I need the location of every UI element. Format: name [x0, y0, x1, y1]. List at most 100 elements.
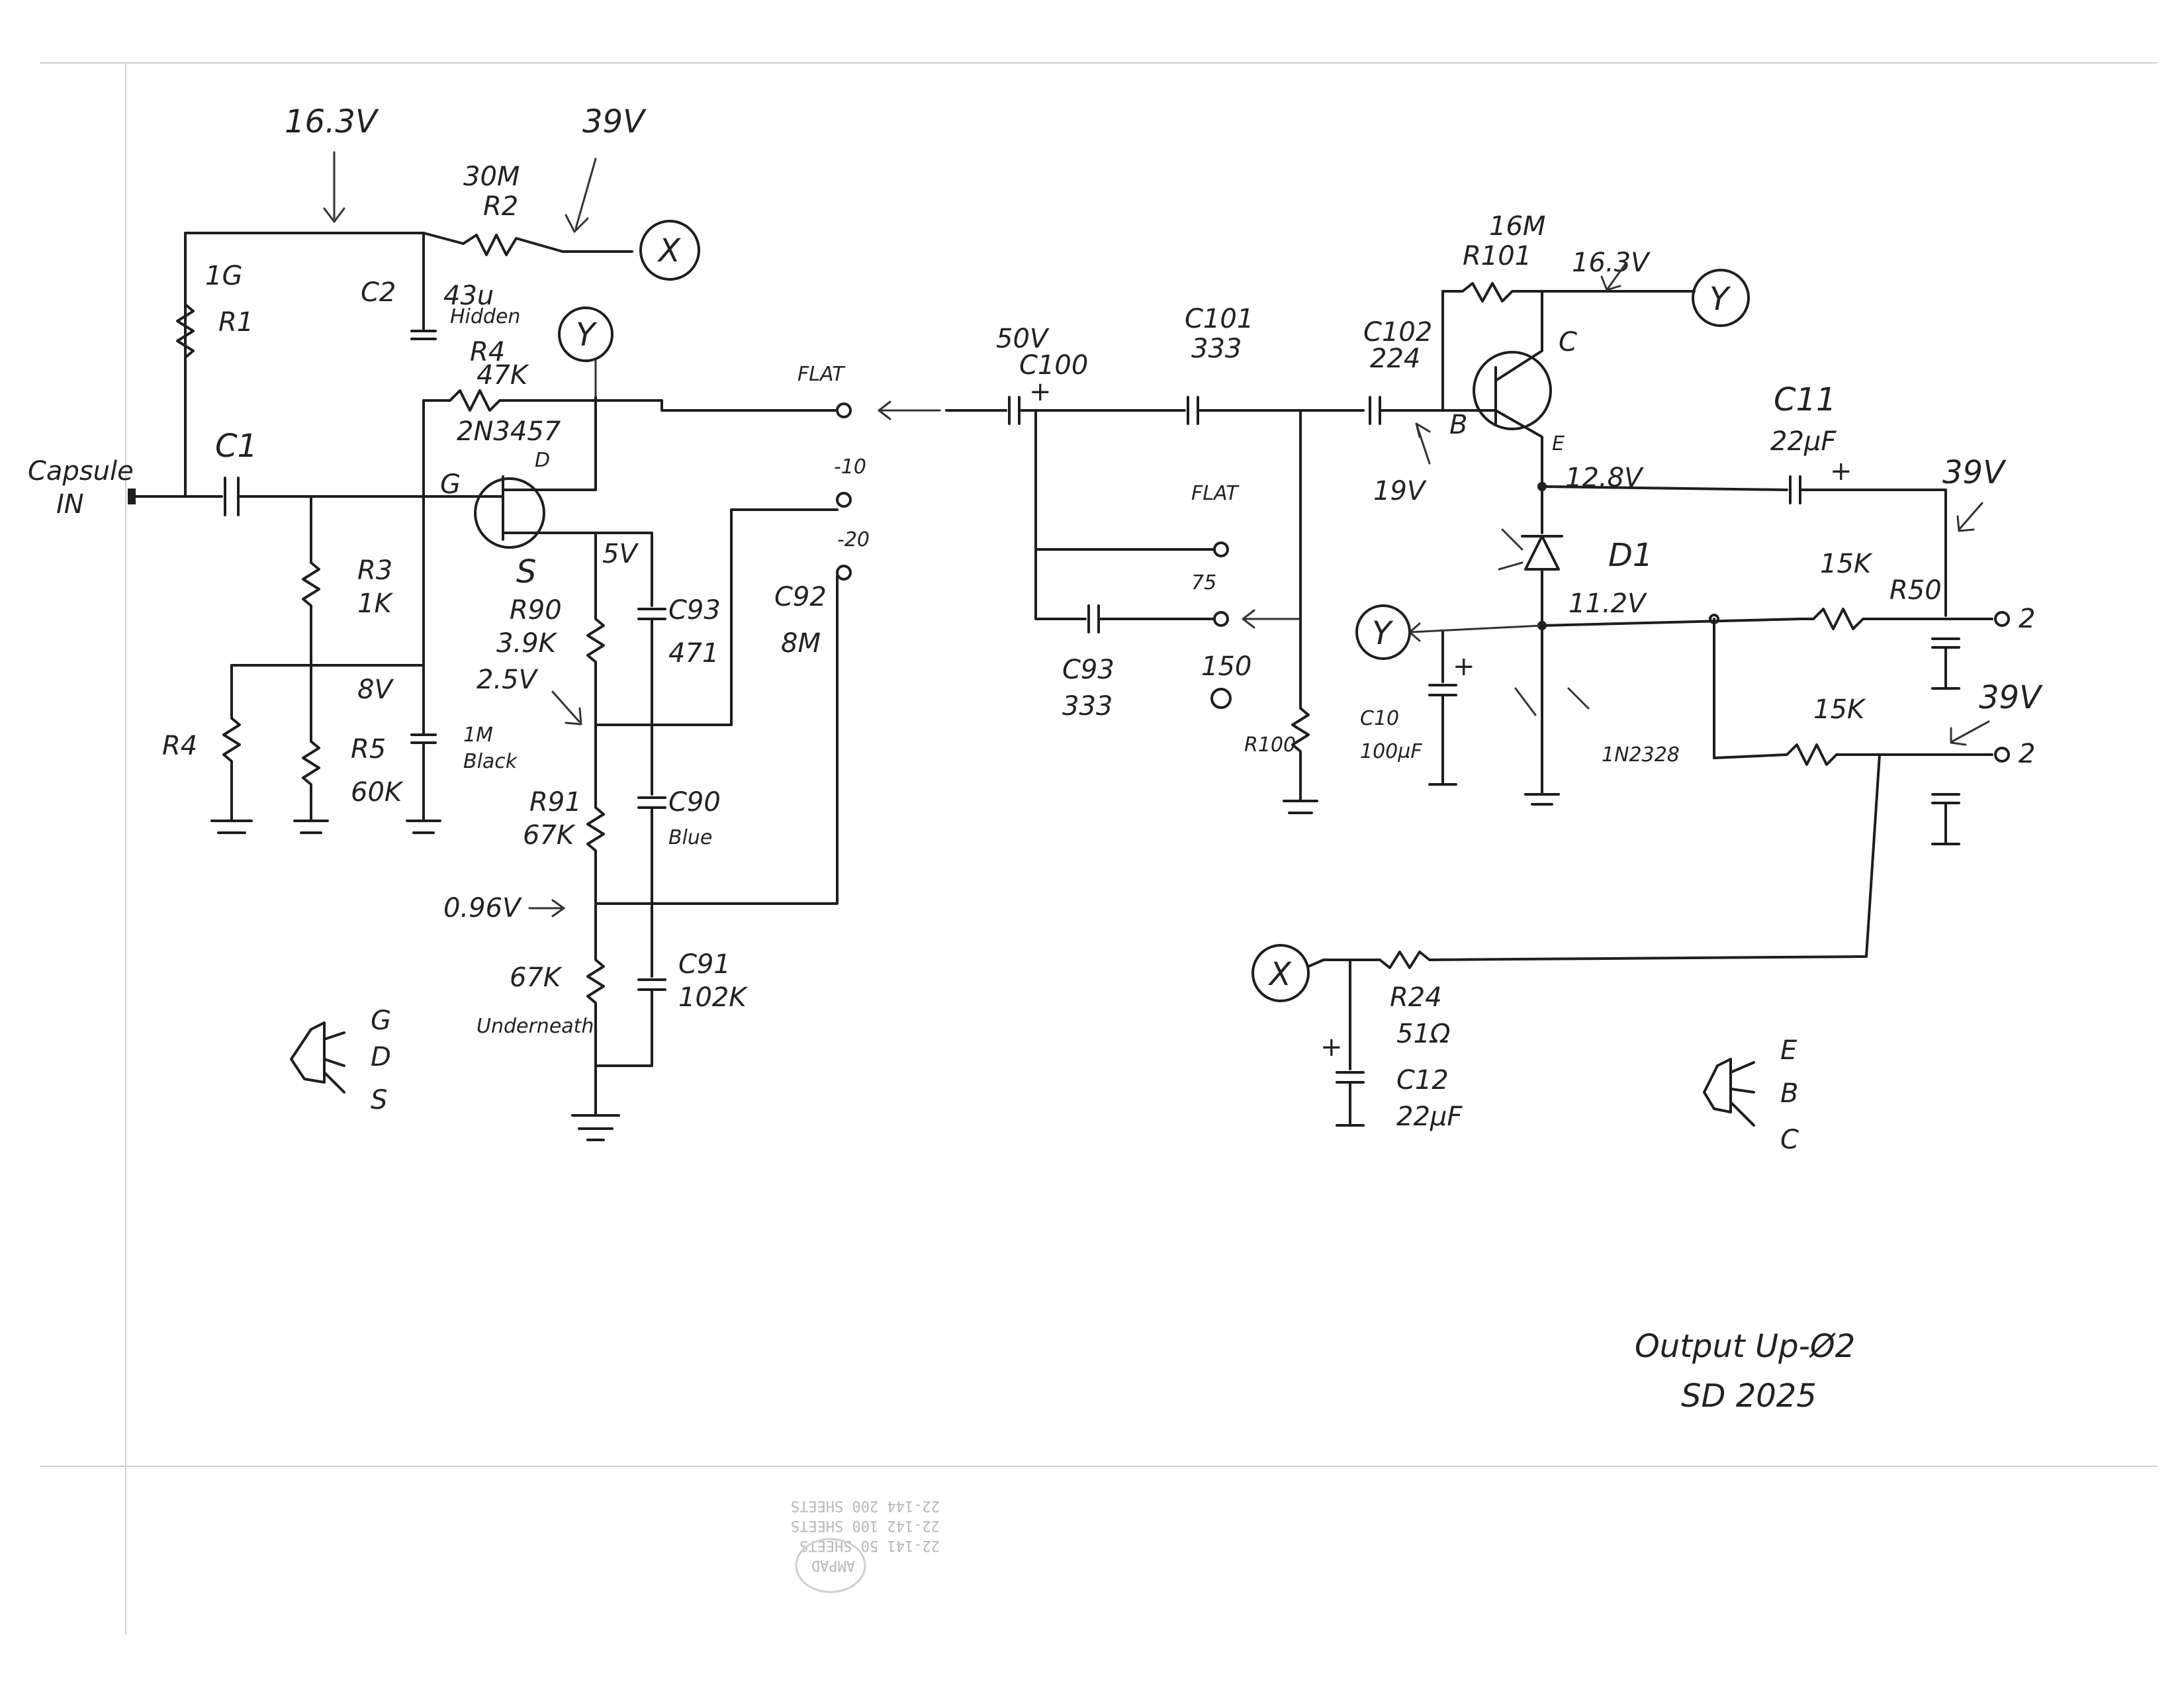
- arrow-switch2: [1242, 609, 1302, 629]
- q2-emitter-label: E: [1552, 432, 1565, 455]
- wire-c91-down: [594, 988, 653, 1067]
- v-096: 0.96V: [443, 893, 522, 923]
- output-1-contact: [1994, 611, 2010, 627]
- pad-imprint-3: 22-144 200 SHEETS: [791, 1497, 940, 1514]
- c102-value: 224: [1370, 344, 1420, 374]
- r5-name: R5: [351, 734, 386, 765]
- signature-line-2: SD 2025: [1681, 1378, 1817, 1415]
- c100-plus: +: [1029, 377, 1052, 407]
- r1-value: 1G: [205, 261, 242, 291]
- c-1m-note: Black: [463, 750, 518, 773]
- c-1m-value: 1M: [463, 724, 493, 747]
- r100-resistor: [1291, 409, 1310, 802]
- d2-part: 1N2328: [1602, 743, 1680, 767]
- r1-name: R1: [218, 307, 253, 338]
- r1-resistor: [176, 303, 195, 372]
- connector-y-left: [558, 306, 614, 362]
- r2-resistor: [462, 234, 564, 256]
- fet-pin-g: G: [371, 1006, 391, 1036]
- wire-y-mid: [1408, 622, 1543, 642]
- switch2-contact-150: [1210, 688, 1232, 709]
- c92-value: 8M: [781, 628, 821, 659]
- d2-light-arrows: [1514, 687, 1590, 716]
- q2-leads: [1461, 290, 1543, 488]
- pad-brand: AMPAD: [811, 1557, 855, 1573]
- fet-pinout-icon: [290, 1021, 345, 1094]
- r4-resistor: [222, 664, 241, 822]
- switch-10-label: -10: [834, 455, 866, 479]
- r50-value: 15K: [1820, 549, 1873, 579]
- c11-name: C11: [1774, 381, 1837, 418]
- d1-diode: [1521, 535, 1563, 571]
- r5-resistor: [302, 664, 320, 822]
- q1-drain-label: D: [535, 449, 550, 472]
- arrow-v-096: [528, 899, 565, 917]
- v-39b: 39V: [1942, 454, 2007, 491]
- arrow-v-39: [565, 158, 597, 233]
- switch-flat-label: FLAT: [797, 363, 846, 386]
- c12-value: 22µF: [1396, 1102, 1463, 1132]
- switch2-flat-label: FLAT: [1191, 482, 1240, 505]
- r24-value: 51Ω: [1396, 1019, 1451, 1049]
- q1-leads: [462, 396, 597, 541]
- wire-top-rail: [184, 232, 465, 306]
- r4top-name: R4: [470, 337, 505, 367]
- r91-value: 67K: [523, 820, 576, 851]
- connector-x-top: [639, 220, 700, 281]
- q1-source-label: S: [516, 553, 536, 590]
- wire-tap-flat: [594, 399, 839, 412]
- r91-name: R91: [529, 787, 582, 818]
- v-128: 12.8V: [1565, 463, 1644, 493]
- wire-tap-10: [594, 508, 839, 726]
- connector-x-top-label: X: [657, 232, 681, 269]
- signature-line-1: Output Up-Ø2: [1635, 1328, 1855, 1365]
- r101-value: 16M: [1489, 211, 1545, 242]
- ground-main: [571, 1064, 620, 1141]
- wire-tap-20: [594, 575, 839, 905]
- ground-c12: [1336, 1081, 1365, 1127]
- pad-logo: [795, 1538, 866, 1593]
- r4-name: R4: [162, 731, 197, 761]
- r-15k-b-resistor: [1713, 618, 1947, 766]
- r-67k-note: Underneath: [477, 1015, 594, 1038]
- r101-name: R101: [1463, 241, 1531, 271]
- ground-r5: [293, 820, 329, 834]
- q2-body: [1473, 351, 1552, 430]
- d1-name: D1: [1608, 537, 1653, 574]
- switch2-150-label: 150: [1201, 651, 1251, 682]
- c10-name: C10: [1360, 707, 1399, 730]
- c91-value: 102K: [678, 982, 748, 1013]
- c12-plus: +: [1320, 1032, 1343, 1062]
- c93a-name: C93: [668, 595, 721, 626]
- q2-collector-label: C: [1559, 327, 1577, 357]
- r101-resistor: [1441, 282, 1550, 412]
- r3-name: R3: [357, 555, 392, 586]
- switch-contact-flat: [836, 402, 852, 418]
- c102-name: C102: [1363, 317, 1432, 348]
- r3-value: 1K: [357, 588, 393, 619]
- pad-imprint-2: 22-142 100 SHEETS: [791, 1517, 940, 1534]
- wire-emitter-c11: [1541, 485, 1788, 491]
- c90-note: Blue: [668, 826, 712, 849]
- wire-x-bottom: [1307, 959, 1325, 968]
- v-5: 5V: [602, 539, 639, 569]
- switch-contact-10: [836, 492, 852, 508]
- arrow-v-25: [551, 690, 582, 726]
- connector-y-right: [1692, 269, 1750, 327]
- r50-name: R50: [1889, 575, 1942, 606]
- r100-name: R100: [1244, 733, 1296, 757]
- c11-value: 22µF: [1770, 426, 1837, 457]
- ground-r4: [210, 820, 253, 834]
- arrow-v-163: [1600, 263, 1626, 291]
- ground-c10: [1428, 694, 1457, 786]
- v-112: 11.2V: [1569, 588, 1647, 619]
- bjt-pinout-icon: [1703, 1058, 1755, 1127]
- fet-pin-s: S: [371, 1085, 387, 1115]
- switch-20-label: -20: [837, 528, 870, 551]
- r4top-value: 47K: [477, 360, 529, 391]
- r2-value: 30M: [463, 162, 520, 192]
- q2-base-label: B: [1449, 410, 1467, 440]
- r90-resistor: [586, 532, 605, 726]
- wire-flat2: [1034, 409, 1216, 551]
- arrow-v-39b: [1956, 502, 1983, 532]
